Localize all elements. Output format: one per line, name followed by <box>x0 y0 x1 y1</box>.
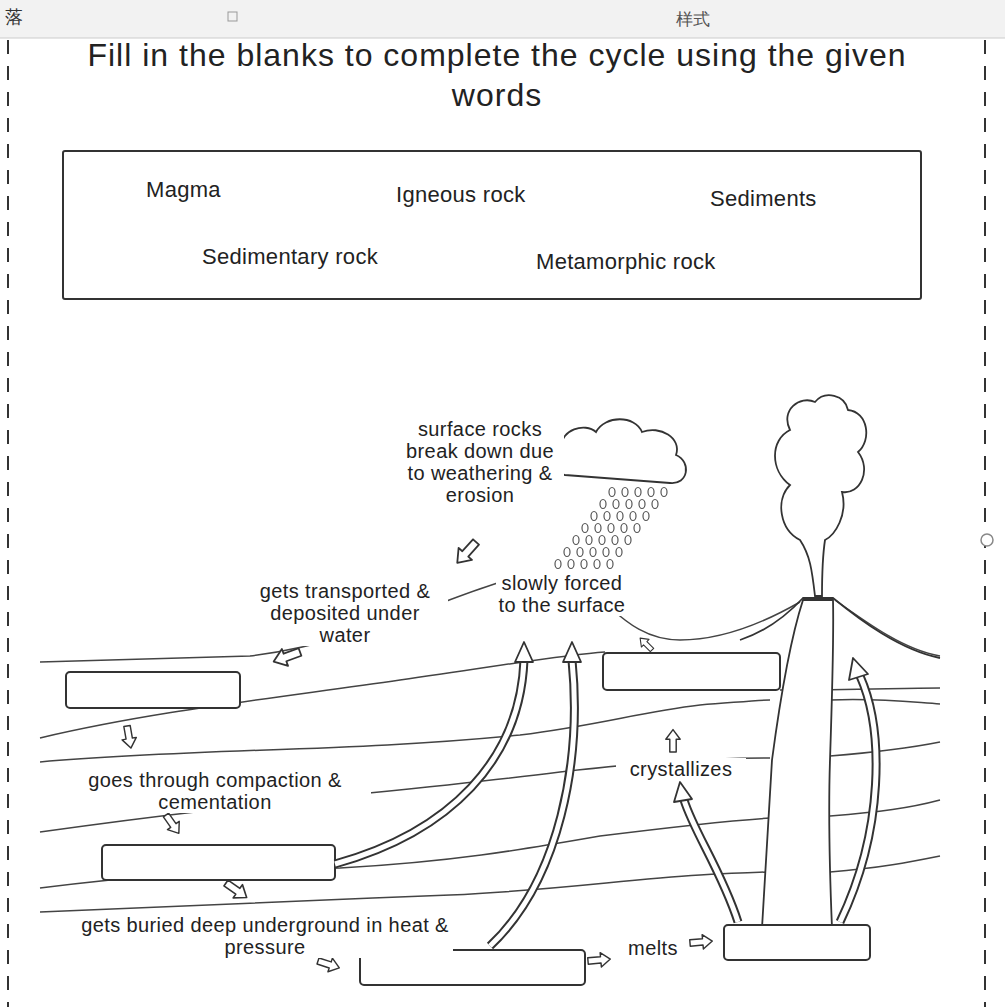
process-label: crystallizes <box>616 758 746 780</box>
process-label: melts <box>622 937 684 959</box>
toolbar-text: 样式 <box>671 9 715 30</box>
smoke-plume <box>775 395 866 596</box>
page-margin <box>7 40 9 1007</box>
process-label: slowly forced to the surface <box>496 572 628 616</box>
word-choice: Igneous rock <box>396 182 526 208</box>
word-choice: Sedimentary rock <box>202 244 378 270</box>
word-choice: Sediments <box>710 186 817 212</box>
word-choice: Magma <box>146 177 221 203</box>
rain-drops <box>555 488 667 569</box>
page-margin <box>984 40 986 1007</box>
step-arrow <box>120 536 713 975</box>
process-label: surface rocks break down due to weatheri… <box>396 418 564 506</box>
process-label: gets buried deep underground in heat & p… <box>78 914 453 958</box>
rain-cloud <box>550 419 686 483</box>
toolbar-icon <box>228 12 237 21</box>
blank-box <box>66 653 870 985</box>
word-choice: Metamorphic rock <box>536 249 716 275</box>
toolbar-text: 落 <box>2 6 26 28</box>
process-label: gets transported & deposited under water <box>243 580 448 646</box>
process-label: goes through compaction & cementation <box>59 769 371 813</box>
cycle-arrow <box>335 642 876 946</box>
worksheet-title: Fill in the blanks to complete the cycle… <box>57 35 937 115</box>
toolbar-band <box>0 0 1005 38</box>
word-bank: Magma Igneous rock SedimentsSedimentary ro… <box>62 150 922 300</box>
